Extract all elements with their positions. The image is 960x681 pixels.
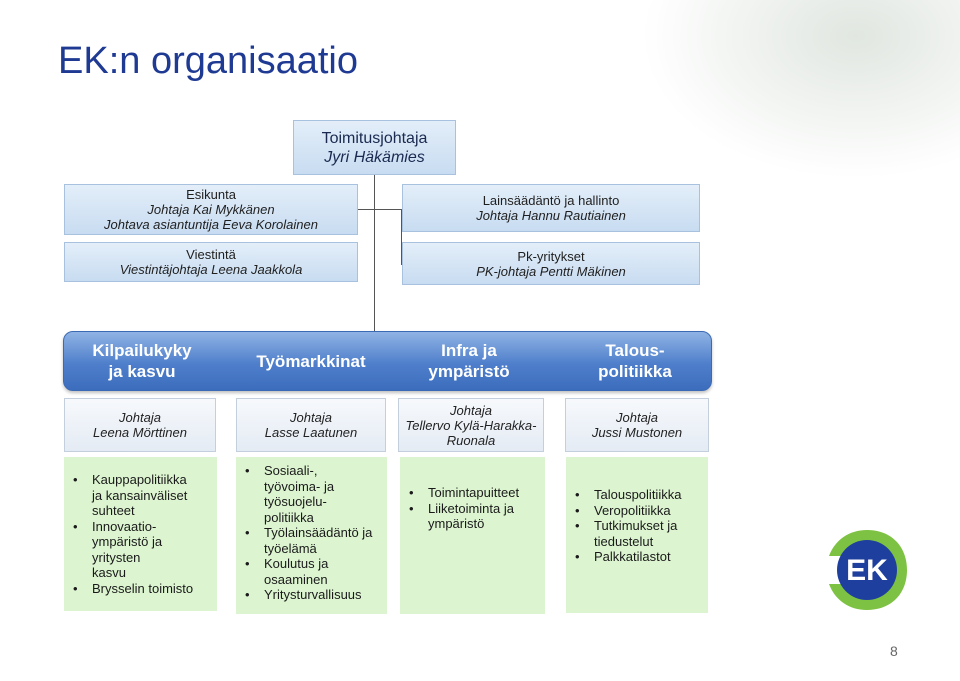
responsibilities-infra: Toimintapuitteet Liiketoiminta ja ympäri… xyxy=(400,457,545,614)
responsibilities-tyomarkkinat: Sosiaali-, työvoima- ja työsuojelu-polit… xyxy=(236,457,387,614)
unit-esikunta[interactable]: Esikunta Johtaja Kai Mykkänen Johtava as… xyxy=(64,184,358,235)
responsibility-item: Veropolitiikka xyxy=(566,503,708,519)
ceo-name: Jyri Häkämies xyxy=(324,148,425,166)
page-number: 8 xyxy=(890,643,898,659)
responsibility-list: Kauppapolitiikka ja kansainväliset suhte… xyxy=(64,472,217,596)
page-title: EK:n organisaatio xyxy=(58,40,358,82)
responsibility-item: Innovaatio-ympäristö ja yritysten kasvu xyxy=(64,519,217,581)
responsibility-item: Palkkatilastot xyxy=(566,549,708,565)
unit-person: Johtaja Hannu Rautiainen xyxy=(476,208,626,223)
area-title-infra[interactable]: Infra ja ympäristö xyxy=(428,341,510,381)
responsibility-item: Koulutus ja osaaminen xyxy=(236,556,387,587)
connector-right-staff xyxy=(374,209,402,210)
director-talous[interactable]: Johtaja Jussi Mustonen xyxy=(565,398,709,452)
responsibility-item: Kauppapolitiikka ja kansainväliset suhte… xyxy=(64,472,217,519)
ceo-box[interactable]: Toimitusjohtaja Jyri Häkämies xyxy=(293,120,456,175)
responsibility-list: Sosiaali-, työvoima- ja työsuojelu-polit… xyxy=(236,463,387,603)
responsibilities-talous: Talouspolitiikka Veropolitiikka Tutkimuk… xyxy=(566,457,708,613)
unit-name: Lainsäädäntö ja hallinto xyxy=(482,193,620,208)
unit-pk-yritykset[interactable]: Pk-yritykset PK-johtaja Pentti Mäkinen xyxy=(402,242,700,285)
responsibility-item: Yritysturvallisuus xyxy=(236,587,387,603)
unit-person: Johtaja Kai Mykkänen xyxy=(147,202,275,217)
responsibility-item: Talouspolitiikka xyxy=(566,487,708,503)
responsibility-list: Toimintapuitteet Liiketoiminta ja ympäri… xyxy=(400,485,545,532)
unit-name: Pk-yritykset xyxy=(517,248,585,264)
responsibility-item: Työlainsäädäntö ja työelämä xyxy=(236,525,387,556)
connector-right-bracket xyxy=(401,209,402,264)
background-glow xyxy=(640,0,960,180)
logo-text: EK xyxy=(846,554,888,587)
responsibility-item: Tutkimukset ja tiedustelut xyxy=(566,518,708,549)
area-title-kilpailukyky[interactable]: Kilpailukyky ja kasvu xyxy=(92,341,192,381)
responsibility-item: Sosiaali-, työvoima- ja työsuojelu-polit… xyxy=(236,463,387,525)
unit-viestinta[interactable]: Viestintä Viestintäjohtaja Leena Jaakkol… xyxy=(64,242,358,282)
responsibility-item: Liiketoiminta ja ympäristö xyxy=(400,501,545,532)
unit-person: PK-johtaja Pentti Mäkinen xyxy=(476,263,626,279)
responsibility-item: Brysselin toimisto xyxy=(64,581,217,597)
unit-lainsaadanto[interactable]: Lainsäädäntö ja hallinto Johtaja Hannu R… xyxy=(402,184,700,232)
responsibility-item: Toimintapuitteet xyxy=(400,485,545,501)
area-title-tyomarkkinat[interactable]: Työmarkkinat xyxy=(256,351,366,371)
director-infra[interactable]: Johtaja Tellervo Kylä-Harakka- Ruonala xyxy=(398,398,544,452)
director-tyomarkkinat[interactable]: Johtaja Lasse Laatunen xyxy=(236,398,386,452)
area-title-talous[interactable]: Talous- politiikka xyxy=(598,341,672,381)
responsibilities-kilpailukyky: Kauppapolitiikka ja kansainväliset suhte… xyxy=(64,457,217,611)
responsibility-list: Talouspolitiikka Veropolitiikka Tutkimuk… xyxy=(566,487,708,565)
areas-band: Kilpailukyky ja kasvu Työmarkkinat Infra… xyxy=(63,331,712,391)
unit-name: Esikunta xyxy=(186,187,236,202)
ceo-role: Toimitusjohtaja xyxy=(321,129,428,147)
unit-person: Viestintäjohtaja Leena Jaakkola xyxy=(119,262,303,277)
director-kilpailukyky[interactable]: Johtaja Leena Mörttinen xyxy=(64,398,216,452)
unit-person: Johtava asiantuntija Eeva Korolainen xyxy=(104,217,318,232)
connector-ceo-down xyxy=(374,175,375,331)
ek-logo: EK xyxy=(829,530,907,610)
unit-name: Viestintä xyxy=(186,247,236,262)
